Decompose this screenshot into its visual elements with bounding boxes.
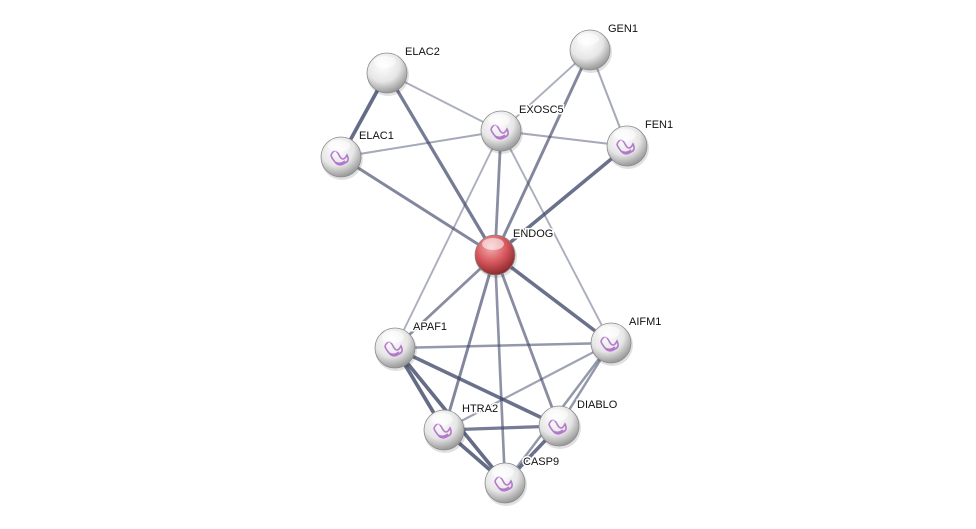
node-highlight — [546, 409, 568, 421]
node-exosc5[interactable]: EXOSC5 — [480, 103, 565, 154]
edge-gen1-endog[interactable] — [493, 49, 592, 256]
edge-endog-casp9[interactable] — [493, 254, 507, 484]
node-highlight — [482, 238, 504, 250]
node-fen1[interactable]: FEN1 — [606, 118, 675, 169]
node-elac2[interactable]: ELAC2 — [366, 45, 441, 96]
node-apaf1[interactable]: APAF1 — [374, 320, 449, 371]
edge-elac1-exosc5[interactable] — [340, 129, 502, 159]
node-aifm1[interactable]: AIFM1 — [590, 315, 663, 366]
node-elac1[interactable]: ELAC1 — [320, 129, 395, 180]
edge-elac1-endog[interactable] — [340, 155, 496, 257]
node-highlight — [577, 33, 599, 45]
node-htra2[interactable]: HTRA2 — [423, 402, 500, 453]
node-label: DIABLO — [577, 399, 618, 411]
protein-structure-icon — [616, 139, 635, 155]
node-highlight — [614, 129, 636, 141]
node-label: GEN1 — [608, 23, 638, 35]
node-label: HTRA2 — [462, 403, 498, 415]
edge-apaf1-diablo[interactable] — [394, 346, 560, 428]
node-endog[interactable]: ENDOG — [474, 227, 555, 278]
node-highlight — [488, 114, 510, 126]
protein-structure-icon — [384, 341, 403, 357]
protein-structure-icon — [490, 124, 509, 140]
node-label: AIFM1 — [629, 316, 661, 328]
edge-exosc5-apaf1[interactable] — [394, 130, 502, 349]
node-label: ELAC1 — [359, 130, 394, 142]
edge-fen1-endog[interactable] — [493, 144, 629, 257]
edge-aifm1-htra2[interactable] — [443, 342, 612, 431]
protein-structure-icon — [548, 419, 567, 435]
protein-structure-icon — [433, 423, 452, 439]
node-highlight — [598, 326, 620, 338]
node-gen1[interactable]: GEN1 — [569, 22, 639, 73]
protein-structure-icon — [330, 150, 349, 166]
edge-endog-htra2[interactable] — [442, 254, 497, 431]
node-label: EXOSC5 — [519, 104, 564, 116]
node-highlight — [382, 331, 404, 343]
edge-exosc5-aifm1[interactable] — [500, 130, 612, 344]
edge-elac2-exosc5[interactable] — [386, 72, 502, 132]
node-label: FEN1 — [645, 119, 673, 131]
edge-exosc5-endog[interactable] — [493, 130, 503, 256]
node-diablo[interactable]: DIABLO — [538, 398, 619, 449]
node-label: ENDOG — [513, 228, 553, 240]
node-highlight — [492, 466, 514, 478]
node-label: CASP9 — [523, 456, 559, 468]
edge-elac2-endog[interactable] — [385, 72, 497, 256]
edge-endog-diablo[interactable] — [493, 254, 561, 427]
edge-apaf1-aifm1[interactable] — [394, 341, 612, 350]
node-highlight — [431, 413, 453, 425]
node-highlight — [374, 56, 396, 68]
node-highlight — [328, 140, 350, 152]
edge-endog-aifm1[interactable] — [493, 253, 613, 345]
protein-structure-icon — [600, 336, 619, 352]
node-label: APAF1 — [413, 321, 447, 333]
node-label: ELAC2 — [405, 46, 440, 58]
node-casp9[interactable]: CASP9 — [484, 455, 561, 506]
protein-structure-icon — [494, 476, 513, 492]
edge-exosc5-fen1[interactable] — [500, 129, 628, 148]
edge-endog-apaf1[interactable] — [394, 253, 496, 350]
